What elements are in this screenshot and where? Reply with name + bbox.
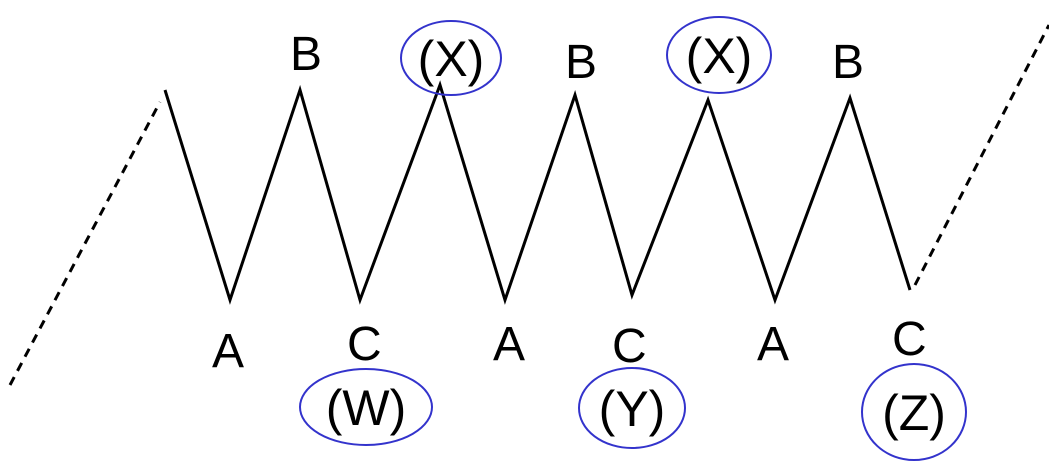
degree-w: (W) [299, 368, 433, 446]
degree-x-2-label: (X) [686, 28, 753, 84]
wave-label-a-2: A [493, 318, 525, 371]
degree-x-2: (X) [666, 16, 772, 94]
wave-label-a-3: A [757, 318, 789, 371]
degree-z: (Z) [861, 363, 967, 461]
wave-label-b-3: B [832, 36, 864, 89]
lead-out-dashed-line [913, 24, 1049, 286]
degree-y: (Y) [578, 367, 686, 449]
wave-label-b-1: B [290, 28, 322, 81]
wave-label-c-3: C [892, 313, 927, 366]
wave-label-b-2: B [565, 36, 597, 89]
wave-label-c-1: C [347, 318, 382, 371]
degree-x-2-circle [666, 16, 772, 94]
degree-y-circle [578, 367, 686, 449]
zigzag-wave-line [163, 80, 912, 305]
degree-x-1-label: (X) [418, 31, 485, 87]
degree-x-1-circle [400, 20, 502, 96]
degree-x-1: (X) [400, 20, 502, 96]
degree-z-label: (Z) [882, 385, 946, 441]
wave-label-a-1: A [212, 325, 244, 378]
degree-z-circle [861, 363, 967, 461]
degree-y-label: (Y) [599, 381, 666, 437]
degree-w-circle [299, 368, 433, 446]
degree-w-label: (W) [326, 380, 407, 436]
wave-label-c-2: C [612, 320, 647, 373]
lead-in-dashed-line [8, 101, 162, 386]
